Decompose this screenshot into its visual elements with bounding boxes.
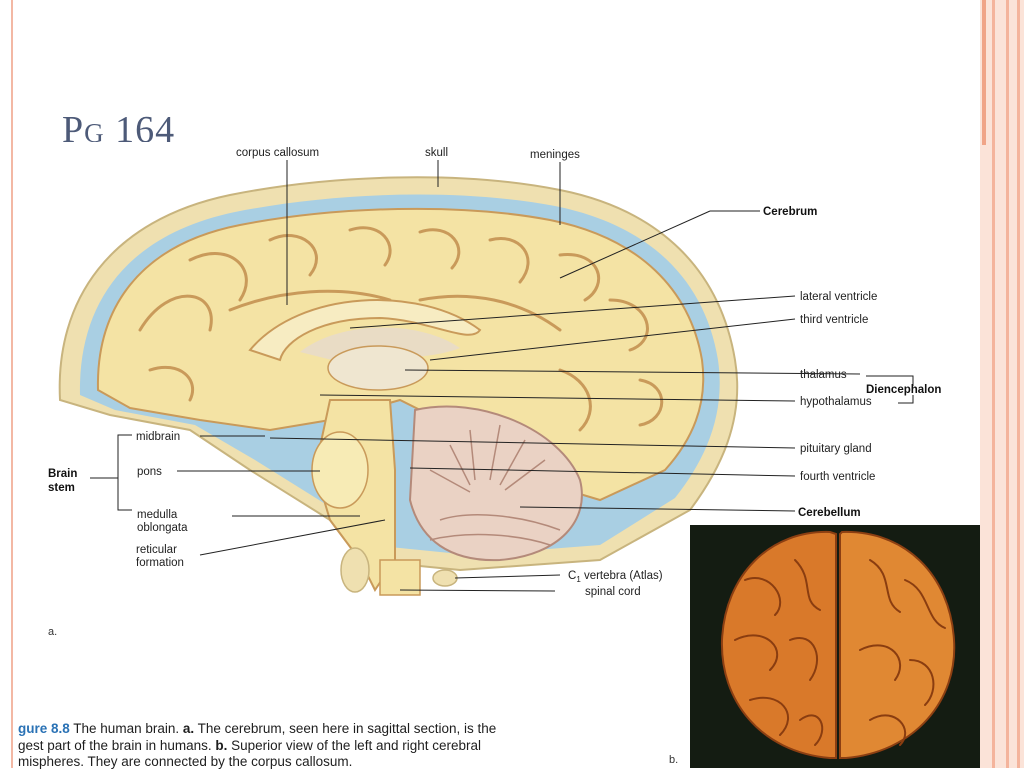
label-brain-stem-line2: stem bbox=[48, 482, 75, 494]
brain-sagittal-diagram: corpus callosum skull meninges Cerebrum … bbox=[14, 142, 980, 768]
label-reticular-line2: formation bbox=[136, 557, 184, 569]
label-c1-vertebra: C1 vertebra (Atlas) bbox=[568, 570, 663, 584]
slide-frame-right-stripe bbox=[1006, 0, 1009, 768]
label-fourth-ventricle: fourth ventricle bbox=[800, 471, 875, 483]
c1-vertebra-shape bbox=[341, 548, 369, 592]
figure-panel: corpus callosum skull meninges Cerebrum … bbox=[14, 142, 980, 768]
label-corpus-callosum: corpus callosum bbox=[236, 147, 319, 159]
label-skull: skull bbox=[425, 147, 448, 159]
thalamus-shape bbox=[328, 346, 428, 390]
slide-frame-right-stripe bbox=[982, 0, 986, 145]
label-hypothalamus: hypothalamus bbox=[800, 396, 872, 408]
label-diencephalon: Diencephalon bbox=[866, 384, 941, 396]
label-cerebrum: Cerebrum bbox=[763, 206, 817, 218]
label-third-ventricle: third ventricle bbox=[800, 314, 868, 326]
caption-line-3: mispheres. They are connected by the cor… bbox=[18, 754, 352, 769]
label-thalamus: thalamus bbox=[800, 369, 847, 381]
slide-frame-right-stripe bbox=[992, 0, 995, 768]
label-lateral-ventricle: lateral ventricle bbox=[800, 291, 877, 303]
label-medulla: medulla bbox=[137, 509, 178, 521]
label-meninges: meninges bbox=[530, 149, 580, 161]
label-midbrain: midbrain bbox=[136, 431, 180, 443]
label-spinal-cord: spinal cord bbox=[585, 586, 641, 598]
label-reticular: reticular bbox=[136, 544, 177, 556]
caption-line-1: gure 8.8 The human brain. a. The cerebru… bbox=[18, 721, 496, 736]
part-a-label: a. bbox=[48, 626, 57, 638]
label-pons: pons bbox=[137, 466, 162, 478]
label-brain-stem: Brain bbox=[48, 468, 77, 480]
figure-number: gure 8.8 bbox=[18, 721, 70, 736]
slide-frame-right-stripe bbox=[1017, 0, 1020, 768]
superior-view-photo bbox=[690, 525, 980, 768]
part-b-label: b. bbox=[669, 754, 678, 766]
label-cerebellum: Cerebellum bbox=[798, 507, 861, 519]
label-pituitary-gland: pituitary gland bbox=[800, 443, 872, 455]
pons-shape bbox=[312, 432, 368, 508]
caption-line-2: gest part of the brain in humans. b. Sup… bbox=[18, 738, 481, 753]
label-medulla-line2: oblongata bbox=[137, 522, 188, 534]
c1-vertebra-shape bbox=[433, 570, 457, 586]
slide-frame-left-line bbox=[11, 0, 13, 768]
